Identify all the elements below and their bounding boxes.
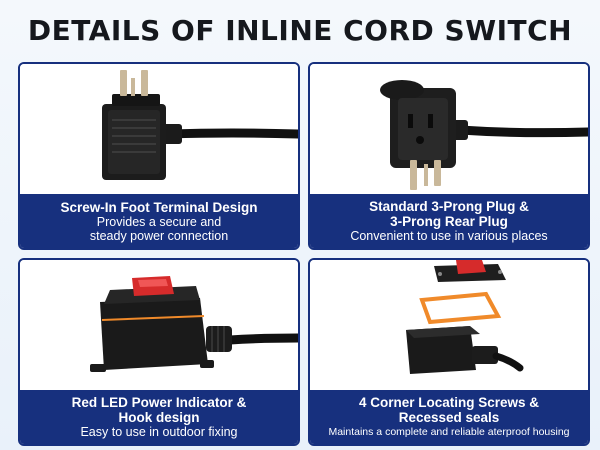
card-title: Hook design bbox=[118, 410, 200, 425]
card-title: Red LED Power Indicator & bbox=[71, 395, 247, 410]
card-description: Easy to use in outdoor fixing bbox=[80, 425, 238, 439]
feature-card-terminal: Screw-In Foot Terminal Design Provides a… bbox=[18, 62, 300, 250]
card-description: Provides a secure and bbox=[96, 214, 222, 229]
card-caption: Red LED Power Indicator & Hook design Ea… bbox=[20, 390, 298, 444]
card-title: Standard 3-Prong Plug & bbox=[369, 199, 529, 214]
switch-box-icon bbox=[20, 260, 298, 392]
feature-card-led: Red LED Power Indicator & Hook design Ea… bbox=[18, 258, 300, 446]
angled-plug-side-icon bbox=[20, 64, 298, 196]
feature-card-plug: Standard 3-Prong Plug & 3-Prong Rear Plu… bbox=[308, 62, 590, 250]
card-caption: Standard 3-Prong Plug & 3-Prong Rear Plu… bbox=[310, 194, 588, 248]
card-caption: Screw-In Foot Terminal Design Provides a… bbox=[20, 194, 298, 248]
page-title: DETAILS OF INLINE CORD SWITCH bbox=[27, 14, 573, 47]
card-description: Maintains a complete and reliable aterpr… bbox=[328, 426, 570, 438]
card-title: Recessed seals bbox=[398, 410, 500, 425]
card-title: Screw-In Foot Terminal Design bbox=[60, 199, 258, 215]
card-description: steady power connection bbox=[89, 228, 229, 243]
three-prong-plug-icon bbox=[310, 64, 588, 196]
card-title: 3-Prong Rear Plug bbox=[390, 214, 508, 229]
card-caption: 4 Corner Locating Screws & Recessed seal… bbox=[310, 390, 588, 444]
exploded-housing-icon bbox=[310, 260, 588, 392]
card-description: Convenient to use in various places bbox=[350, 229, 548, 243]
feature-card-housing: 4 Corner Locating Screws & Recessed seal… bbox=[308, 258, 590, 446]
card-title: 4 Corner Locating Screws & bbox=[358, 395, 540, 410]
